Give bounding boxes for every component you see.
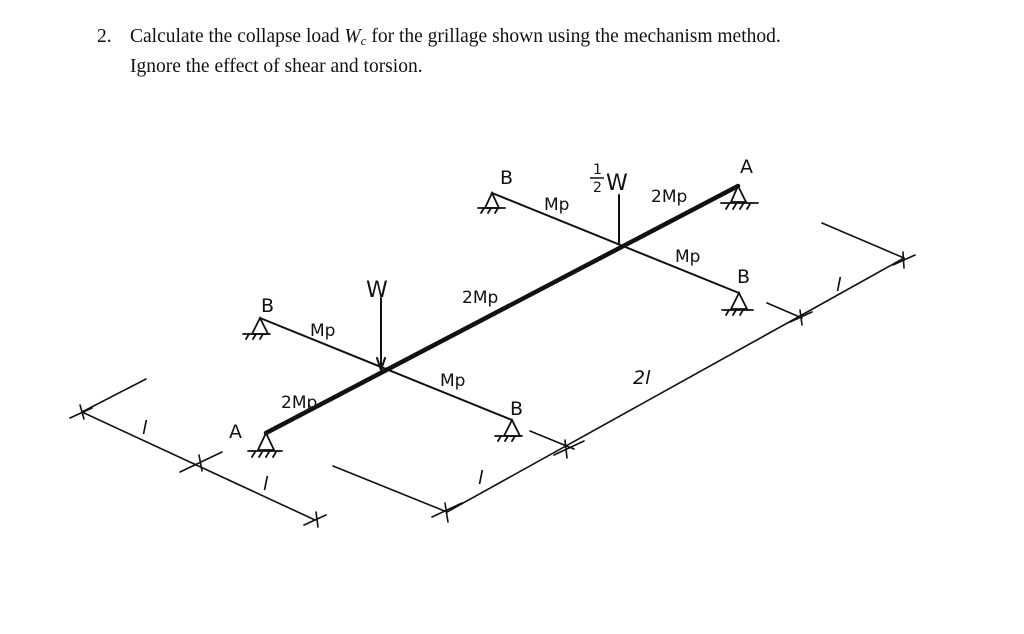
support-b-left-top — [242, 315, 271, 340]
support-a-right — [720, 183, 759, 210]
dimension-label-left-upper: l — [142, 417, 148, 439]
support-label-b-left-bottom: B — [510, 398, 523, 420]
support-b-right-top — [477, 190, 506, 214]
dimension-label-left-lower: l — [263, 473, 269, 495]
support-label-b-left-top: B — [261, 295, 274, 317]
load-subscript: c — [360, 33, 367, 48]
load-label-half-num: 1 — [593, 162, 602, 178]
load-arrow-w — [376, 297, 386, 374]
dimension-label-bottom-2: 2l — [633, 367, 651, 389]
moment-label-main-right: 2Mp — [651, 187, 687, 207]
moment-label-main-middle: 2Mp — [462, 288, 498, 308]
cross-beam-right — [491, 192, 740, 294]
support-label-b-right-bottom: B — [737, 266, 750, 288]
main-beam — [263, 183, 741, 436]
load-label-w: W — [366, 278, 388, 303]
question-line-1: Calculate the collapse load Wc for the g… — [130, 26, 781, 48]
question-number: 2. — [97, 26, 112, 47]
support-label-a-left: A — [229, 421, 242, 443]
moment-label-main-left: 2Mp — [281, 393, 317, 413]
load-symbol: W — [344, 26, 361, 47]
moment-label-cross-left-upper: Mp — [310, 321, 335, 341]
dimension-label-bottom-1: l — [478, 467, 484, 489]
support-label-a-right: A — [740, 156, 753, 178]
support-b-right-bottom — [721, 290, 754, 316]
support-label-b-right-top: B — [500, 167, 513, 189]
support-a-left — [247, 430, 283, 458]
moment-label-cross-right-upper: Mp — [544, 195, 569, 215]
support-b-left-bottom — [494, 417, 523, 442]
question-line-2: Ignore the effect of shear and torsion. — [130, 56, 423, 77]
moment-label-cross-left-lower: Mp — [440, 371, 465, 391]
dimension-lines — [69, 222, 916, 528]
load-label-half-den: 2 — [593, 180, 602, 196]
dimension-label-right: l — [836, 274, 842, 296]
cross-beam-left — [259, 317, 513, 421]
load-label-half-w: W — [606, 171, 628, 196]
moment-label-cross-right-lower: Mp — [675, 247, 700, 267]
